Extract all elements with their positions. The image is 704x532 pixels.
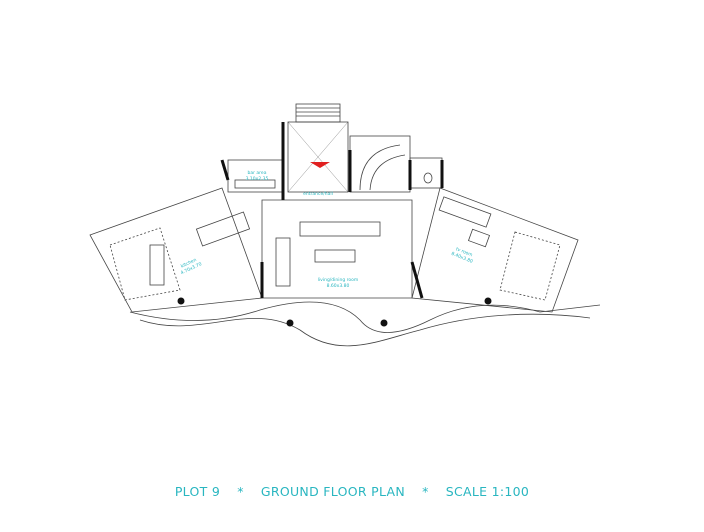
plan-name: GROUND FLOOR PLAN bbox=[260, 484, 406, 499]
terrace-outline bbox=[129, 301, 601, 333]
tv-table bbox=[467, 228, 491, 248]
kitchen-counter bbox=[149, 244, 165, 286]
dining-table bbox=[195, 211, 251, 247]
bar-counter bbox=[234, 179, 276, 189]
walls bbox=[220, 122, 444, 299]
entrance-steps bbox=[295, 103, 341, 123]
room-name-bar-area: bar area bbox=[248, 170, 267, 176]
room-size-bar-area: 3.10x2.35 bbox=[246, 176, 269, 182]
separator: * bbox=[237, 484, 244, 499]
room-name-living-dining: living/dining room bbox=[318, 277, 359, 283]
staircase bbox=[349, 135, 411, 193]
room-name-entrance-hall: entrance/hall bbox=[303, 191, 333, 197]
plan-scale: SCALE 1:100 bbox=[445, 484, 530, 499]
plot-number: PLOT 9 bbox=[174, 484, 221, 499]
columns bbox=[177, 297, 492, 327]
right-wing bbox=[411, 187, 579, 313]
sofa-left bbox=[275, 237, 291, 287]
separator: * bbox=[422, 484, 429, 499]
coffee-table bbox=[314, 249, 356, 263]
room-size-living-dining: 8.60x3.80 bbox=[327, 283, 350, 289]
sofa-top bbox=[299, 221, 381, 237]
tv-sofa bbox=[438, 196, 492, 228]
left-wing bbox=[89, 187, 263, 313]
terrace-curve bbox=[139, 313, 591, 347]
wc bbox=[409, 157, 443, 189]
plan-title: PLOT 9 * GROUND FLOOR PLAN * SCALE 1:100 bbox=[0, 484, 704, 499]
entrance-arrow-icon bbox=[310, 162, 330, 168]
